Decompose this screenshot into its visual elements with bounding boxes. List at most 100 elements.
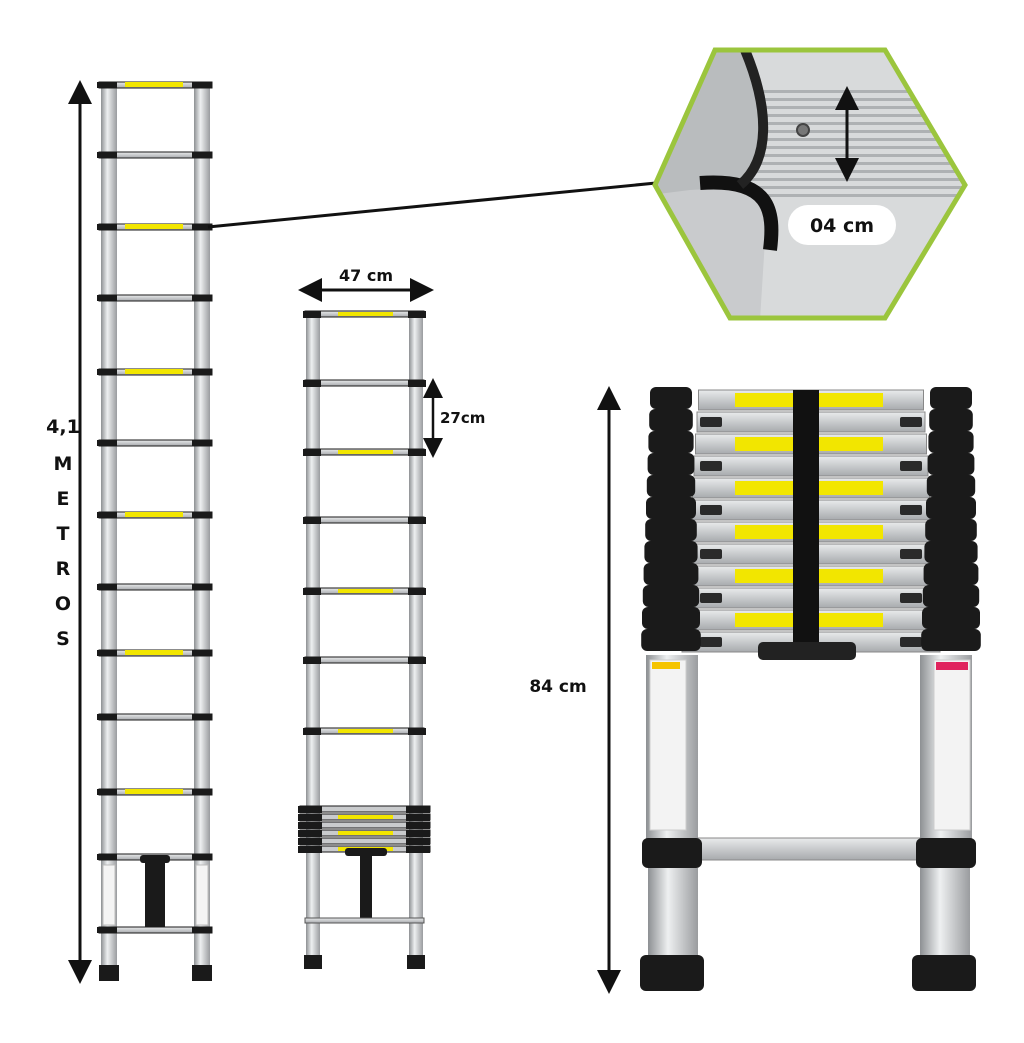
label-header	[936, 662, 968, 670]
rung-joint	[406, 814, 430, 821]
left-rail-joint	[643, 563, 699, 585]
right-rail-joint	[926, 475, 976, 497]
rung-rib	[740, 146, 965, 149]
right-rail-joint	[922, 607, 980, 629]
rung-detail-inset: 04 cm	[652, 47, 968, 321]
rung	[304, 516, 425, 524]
left-bottom-joint	[642, 838, 702, 868]
rung-depth-label: 04 cm	[810, 215, 874, 237]
warning-label	[102, 864, 116, 926]
rung-joint	[192, 650, 212, 656]
left-foot	[640, 955, 704, 991]
left-rail-joint	[641, 629, 701, 651]
rung-label-sticker	[338, 729, 393, 733]
rung-joint	[192, 295, 212, 301]
left-rail	[306, 312, 320, 967]
rung-joint	[408, 517, 426, 524]
left-rail-joint	[647, 453, 695, 475]
rung-joint	[192, 584, 212, 590]
rung-rib	[740, 90, 965, 93]
width-label: 47 cm	[339, 266, 393, 285]
rung-rib	[740, 154, 965, 157]
rung-joint	[298, 822, 322, 829]
rung-joint	[303, 728, 321, 735]
rung-end-cap	[900, 593, 922, 603]
height-letter: R	[56, 558, 71, 580]
rung-joint	[97, 789, 117, 795]
rung-label-sticker	[338, 831, 393, 835]
rung-label-sticker	[338, 450, 393, 454]
rung-joint	[303, 449, 321, 456]
height-letter: E	[57, 488, 70, 510]
rung-joint	[192, 512, 212, 518]
rung-joint	[97, 714, 117, 720]
rung-end-cap	[900, 505, 922, 515]
label-header	[652, 662, 680, 669]
rung-joint	[406, 806, 430, 813]
rung-label-sticker	[125, 789, 183, 794]
carry-strap	[360, 850, 372, 922]
rung-rib	[740, 178, 965, 181]
rung-end-cap	[900, 549, 922, 559]
foot	[407, 955, 425, 969]
carry-strap	[145, 857, 165, 927]
right-rail-joint	[923, 563, 979, 585]
rung-joint	[298, 806, 322, 813]
foot	[304, 955, 322, 969]
rung-joint	[298, 838, 322, 845]
rung-joint	[406, 846, 430, 853]
left-rail-joint	[644, 541, 698, 563]
height-number: 4,1	[46, 416, 80, 438]
right-foot	[912, 955, 976, 991]
right-rail-joint	[928, 431, 974, 453]
rung-rib	[740, 98, 965, 101]
rung-label-sticker	[125, 82, 183, 87]
rung-joint	[298, 846, 322, 853]
right-rail-joint	[929, 409, 973, 431]
left-rail-joint	[642, 607, 700, 629]
rung-joint	[303, 657, 321, 664]
rung-joint	[97, 512, 117, 518]
rung-rib	[740, 194, 965, 197]
left-rail-joint	[649, 409, 693, 431]
right-rail	[409, 312, 423, 967]
rung-joint	[192, 854, 212, 860]
rung-label-sticker	[125, 369, 183, 374]
rung-joint	[408, 657, 426, 664]
extended-ladder	[97, 81, 213, 981]
left-rail-joint	[648, 431, 694, 453]
left-rail-joint	[646, 497, 696, 519]
height-letter: T	[57, 523, 70, 545]
right-rail-joint	[921, 629, 981, 651]
rung-joint	[192, 927, 212, 933]
rung-joint	[97, 854, 117, 860]
foot	[99, 965, 119, 981]
left-rail-joint	[650, 387, 692, 409]
rung-joint	[97, 224, 117, 230]
left-rail-joint	[642, 585, 700, 607]
right-rail-joint	[925, 519, 977, 541]
bottom-rung	[697, 837, 921, 861]
right-leg	[920, 868, 970, 963]
rung-joint	[97, 650, 117, 656]
rung	[304, 917, 425, 924]
rung-joint	[408, 588, 426, 595]
rung-joint	[192, 152, 212, 158]
right-bottom-joint	[916, 838, 976, 868]
strap-buckle	[140, 855, 170, 863]
height-letter: O	[55, 593, 71, 615]
rung-joint	[97, 927, 117, 933]
rung-joint	[303, 380, 321, 387]
rung-joint	[406, 830, 430, 837]
right-rail-joint	[924, 541, 978, 563]
detail-pointer-line	[207, 181, 657, 229]
warning-label	[195, 864, 209, 926]
rung-label-sticker	[338, 589, 393, 593]
rung-joint	[192, 82, 212, 88]
right-rail-joint	[930, 387, 972, 409]
rung-end-cap	[700, 549, 722, 559]
rung-joint	[97, 295, 117, 301]
collapsed-ladder	[640, 387, 981, 991]
